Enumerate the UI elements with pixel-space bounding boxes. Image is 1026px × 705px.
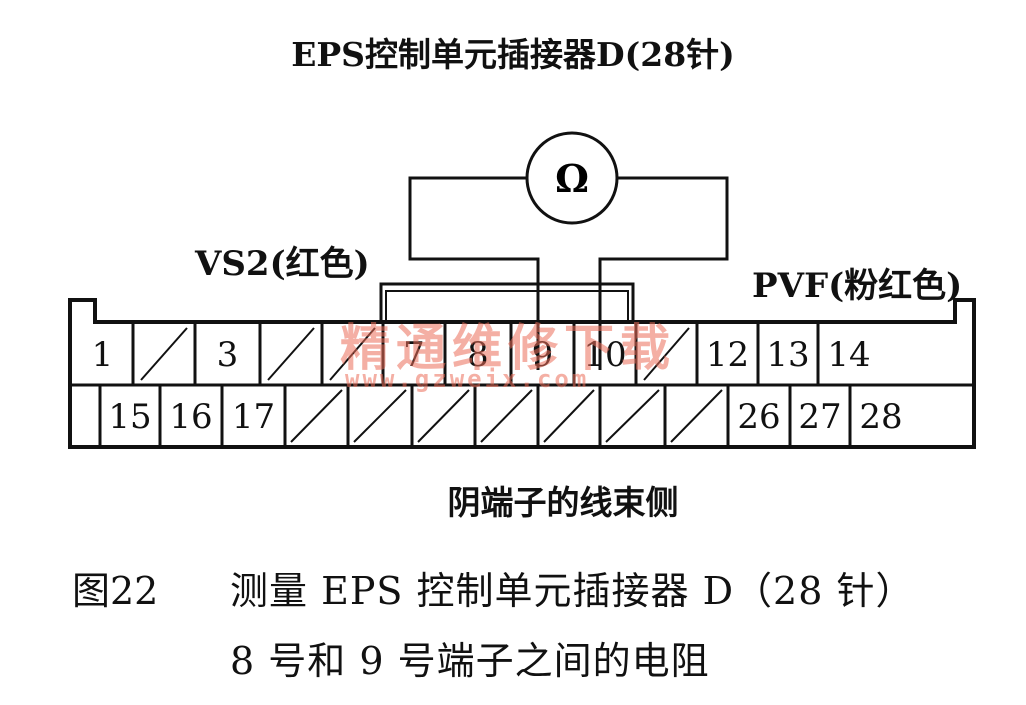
empty-cavity-hatch: [267, 327, 315, 381]
pin-label-3: 3: [217, 335, 239, 375]
pin-label-16: 16: [169, 397, 212, 437]
pin-label-27: 27: [798, 397, 841, 437]
pin-label-8: 8: [467, 335, 489, 375]
empty-cavity-hatches: [140, 327, 723, 443]
empty-cavity-hatch: [643, 327, 690, 381]
empty-cavity-hatch: [605, 389, 660, 443]
figure-number: 图22: [72, 569, 159, 613]
bottom-row-dividers: [98, 385, 852, 447]
connector-lock-tab-inner: [385, 290, 629, 323]
label-vs2: VS2(红色): [195, 244, 370, 284]
empty-cavity-hatch: [543, 389, 595, 443]
pin-label-26: 26: [737, 397, 780, 437]
ohm-symbol: Ω: [555, 156, 589, 201]
pin-label-12: 12: [706, 335, 749, 375]
empty-cavity-hatch: [353, 389, 407, 443]
probe-wire-left: [408, 176, 540, 370]
caption-line-2: 8 号和 9 号端子之间的电阻: [230, 639, 710, 683]
empty-cavity-hatch: [329, 327, 376, 381]
pin-label-1: 1: [92, 335, 114, 375]
pin-label-7: 7: [403, 335, 425, 375]
pin-label-10: 10: [583, 335, 626, 375]
pin-label-13: 13: [766, 335, 809, 375]
pin-label-28: 28: [859, 397, 902, 437]
caption-line-1: 测量 EPS 控制单元插接器 D（28 针）: [230, 569, 915, 613]
diagram-title: EPS控制单元插接器D(28针): [291, 35, 735, 74]
pin-label-17: 17: [232, 397, 275, 437]
label-pvf: PVF(粉红色): [752, 266, 963, 306]
probe-wire-right: [598, 176, 729, 370]
pin-label-14: 14: [827, 335, 870, 375]
watermark: 精通维修下载: [340, 318, 676, 377]
empty-cavity-hatch: [670, 389, 723, 443]
top-row-dividers: [131, 322, 820, 385]
empty-cavity-hatch: [417, 389, 470, 443]
empty-cavity-hatch: [290, 389, 343, 443]
watermark-url: www.gzweix.com: [345, 365, 590, 393]
connector-housing: [68, 298, 976, 449]
pin-label-15: 15: [108, 397, 151, 437]
empty-cavity-hatch: [480, 389, 533, 443]
harness-side-label: 阴端子的线束侧: [447, 483, 679, 522]
empty-cavity-hatch: [140, 327, 188, 381]
